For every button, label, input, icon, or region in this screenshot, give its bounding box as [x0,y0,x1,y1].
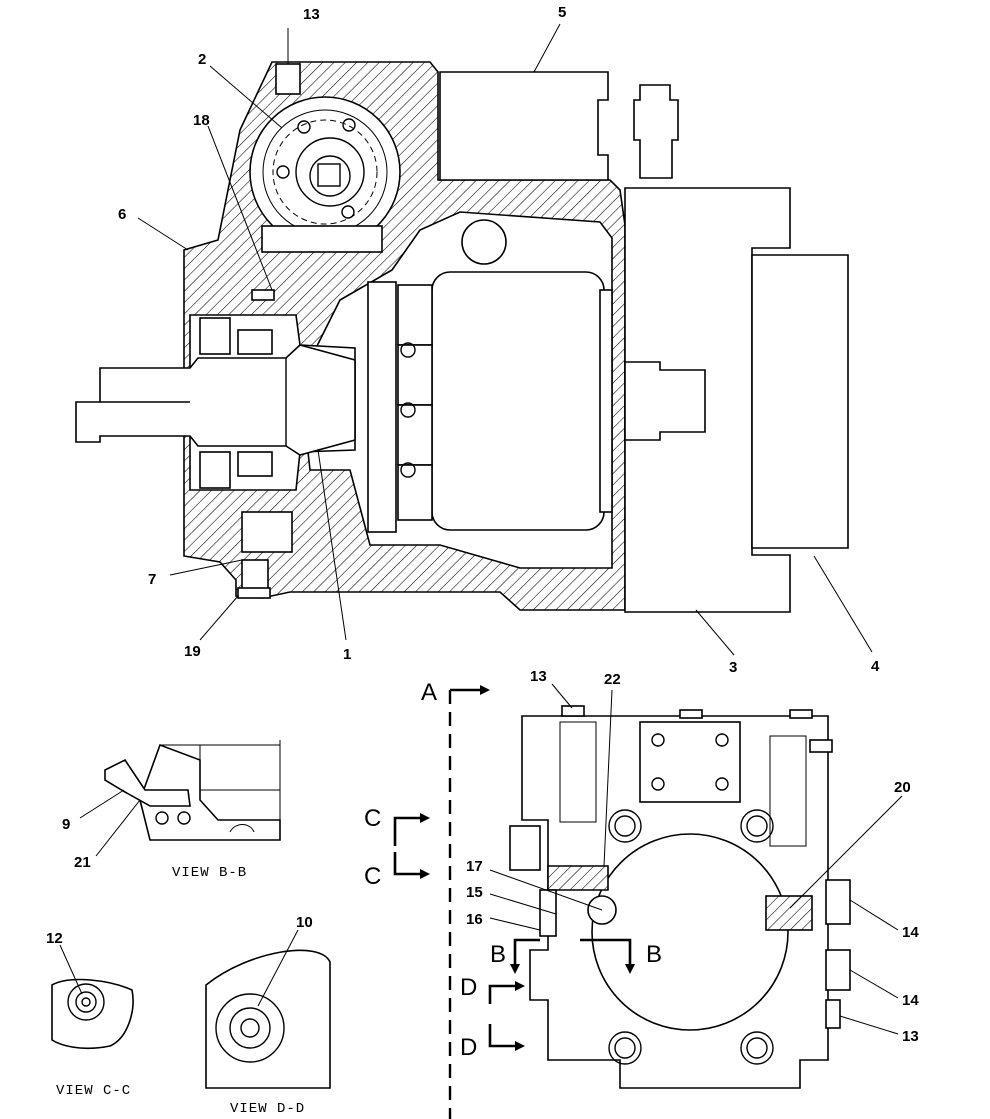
callout-2: 2 [198,51,206,68]
end-cover [751,254,849,549]
view-b-b [104,740,281,841]
callout-3: 3 [729,659,737,676]
callout-14-a: 14 [902,924,919,941]
governor-hub [295,137,365,207]
callout-22: 22 [604,671,621,688]
plug [251,289,275,301]
rear-view-plug-14a [825,879,851,925]
callout-6: 6 [118,206,126,223]
section-label-c-bottom: C [364,863,381,890]
callout-21: 21 [74,854,91,871]
callout-13-top: 13 [303,6,320,23]
view-label-bb: VIEW B-B [172,865,247,881]
rear-view-cover-plate [639,721,741,803]
callout-4: 4 [871,658,880,675]
callout-labels: 13 5 2 18 6 7 19 1 3 4 13 22 20 17 15 16… [46,4,919,1045]
front-bearing-top [199,317,231,355]
view-label-cc: VIEW C-C [56,1083,131,1099]
lower-valve [241,511,293,553]
output-shaft [624,361,706,441]
cc-plug-outer [67,983,105,1021]
servo-piston [261,225,383,253]
leader-lines [59,23,903,1035]
rear-view-screw [539,889,557,937]
main-section-view [75,61,849,613]
control-block [439,71,609,181]
swash-plate [367,281,397,533]
view-captions: VIEW B-B VIEW C-C VIEW D-D [56,865,305,1117]
dd-plug-outer [215,993,285,1063]
rear-view-side-fitting [509,825,541,871]
rear-view-fitting [809,739,833,753]
callout-9: 9 [62,816,70,833]
section-letters: A C C B B D D [364,679,662,1061]
governor-bolt-hole [276,165,290,179]
callout-10: 10 [296,914,313,931]
bb-fitting [104,758,191,807]
callout-17: 17 [466,858,483,875]
callout-7: 7 [148,571,156,588]
governor-shaft [309,155,351,197]
rear-view-plug-20 [765,895,813,931]
callout-15: 15 [466,884,483,901]
section-label-a: A [421,679,437,706]
rear-view [509,705,851,1089]
view-d-d [205,949,331,1089]
section-label-d-top: D [460,974,477,1001]
rear-view-rib [769,735,807,847]
rear-view-plug-14b [825,949,851,991]
governor-pitch-circle [272,119,378,225]
governor-bolt-hole [341,205,355,219]
callout-20: 20 [894,779,911,796]
rear-view-bolt-top [561,705,585,717]
cylinder-drum [431,271,605,531]
callout-16: 16 [466,911,483,928]
rear-view-plug-13 [825,999,841,1029]
bottom-plug [237,587,271,599]
governor-bolt-hole [342,118,356,132]
rear-housing [624,187,791,613]
callout-19: 19 [184,643,201,660]
section-label-d-bottom: D [460,1034,477,1061]
port-hole [461,219,507,265]
seal-top [237,329,273,355]
seal-bottom [237,451,273,477]
callout-1: 1 [343,646,351,663]
rear-view-rib [559,721,597,823]
governor-spline [317,163,341,187]
rear-view-orifice [547,865,609,891]
callout-18: 18 [193,112,210,129]
fitting-part [633,84,679,179]
main-shaft [75,344,356,456]
section-label-b-right: B [646,941,662,968]
drum-face [599,289,613,513]
section-label-c-top: C [364,805,381,832]
view-label-dd: VIEW D-D [230,1101,305,1117]
front-bearing-bottom [199,451,231,489]
section-label-b-left: B [490,941,506,968]
view-c-c [51,978,134,1050]
governor-bolt-hole [297,120,311,134]
piston-stack [397,284,433,521]
top-bolt [275,63,301,95]
callout-12: 12 [46,930,63,947]
callout-14-b: 14 [902,992,919,1009]
bottom-fitting [241,559,269,591]
section-arrows [393,813,635,1051]
callout-13-rear: 13 [530,668,547,685]
callout-5: 5 [558,4,566,21]
callout-13-bottom: 13 [902,1028,919,1045]
rear-view-bore [591,833,789,1031]
